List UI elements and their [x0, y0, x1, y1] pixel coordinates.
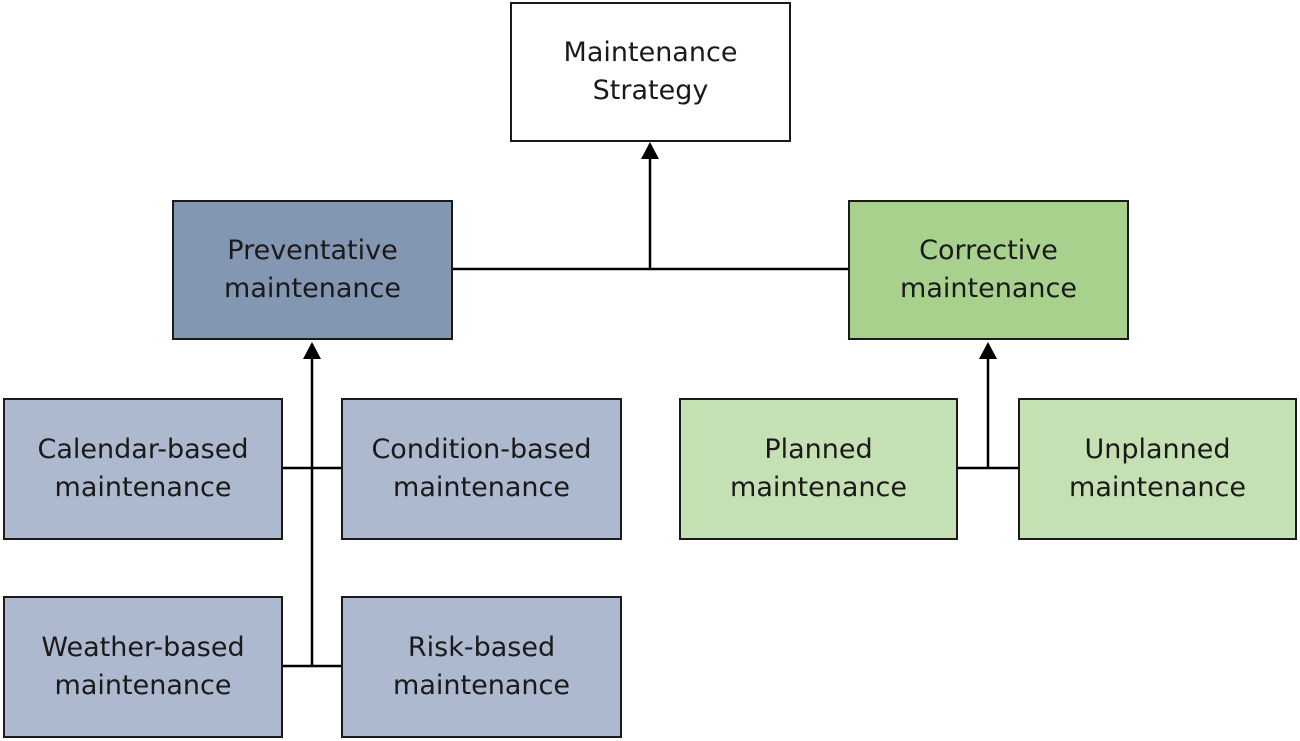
node-preventative-maintenance: Preventative maintenance	[172, 200, 453, 340]
node-corrective-maintenance: Corrective maintenance	[848, 200, 1129, 340]
node-label: Condition-based maintenance	[371, 434, 592, 503]
arrowhead-root	[641, 142, 659, 159]
node-risk-based-maintenance: Risk-based maintenance	[341, 596, 622, 738]
node-label: Corrective maintenance	[900, 235, 1077, 304]
node-label: Calendar-based maintenance	[37, 434, 249, 503]
node-calendar-based-maintenance: Calendar-based maintenance	[3, 398, 283, 540]
arrowhead-corrective	[979, 342, 997, 359]
arrowhead-preventative	[303, 342, 321, 359]
node-label: Maintenance Strategy	[563, 37, 738, 106]
node-label: Weather-based maintenance	[41, 632, 245, 701]
node-label: Planned maintenance	[730, 434, 907, 503]
node-weather-based-maintenance: Weather-based maintenance	[3, 596, 283, 738]
node-maintenance-strategy: Maintenance Strategy	[510, 2, 791, 142]
node-unplanned-maintenance: Unplanned maintenance	[1018, 398, 1297, 540]
node-label: Risk-based maintenance	[393, 632, 570, 701]
node-condition-based-maintenance: Condition-based maintenance	[341, 398, 622, 540]
node-planned-maintenance: Planned maintenance	[679, 398, 958, 540]
node-label: Preventative maintenance	[224, 235, 401, 304]
node-label: Unplanned maintenance	[1069, 434, 1246, 503]
